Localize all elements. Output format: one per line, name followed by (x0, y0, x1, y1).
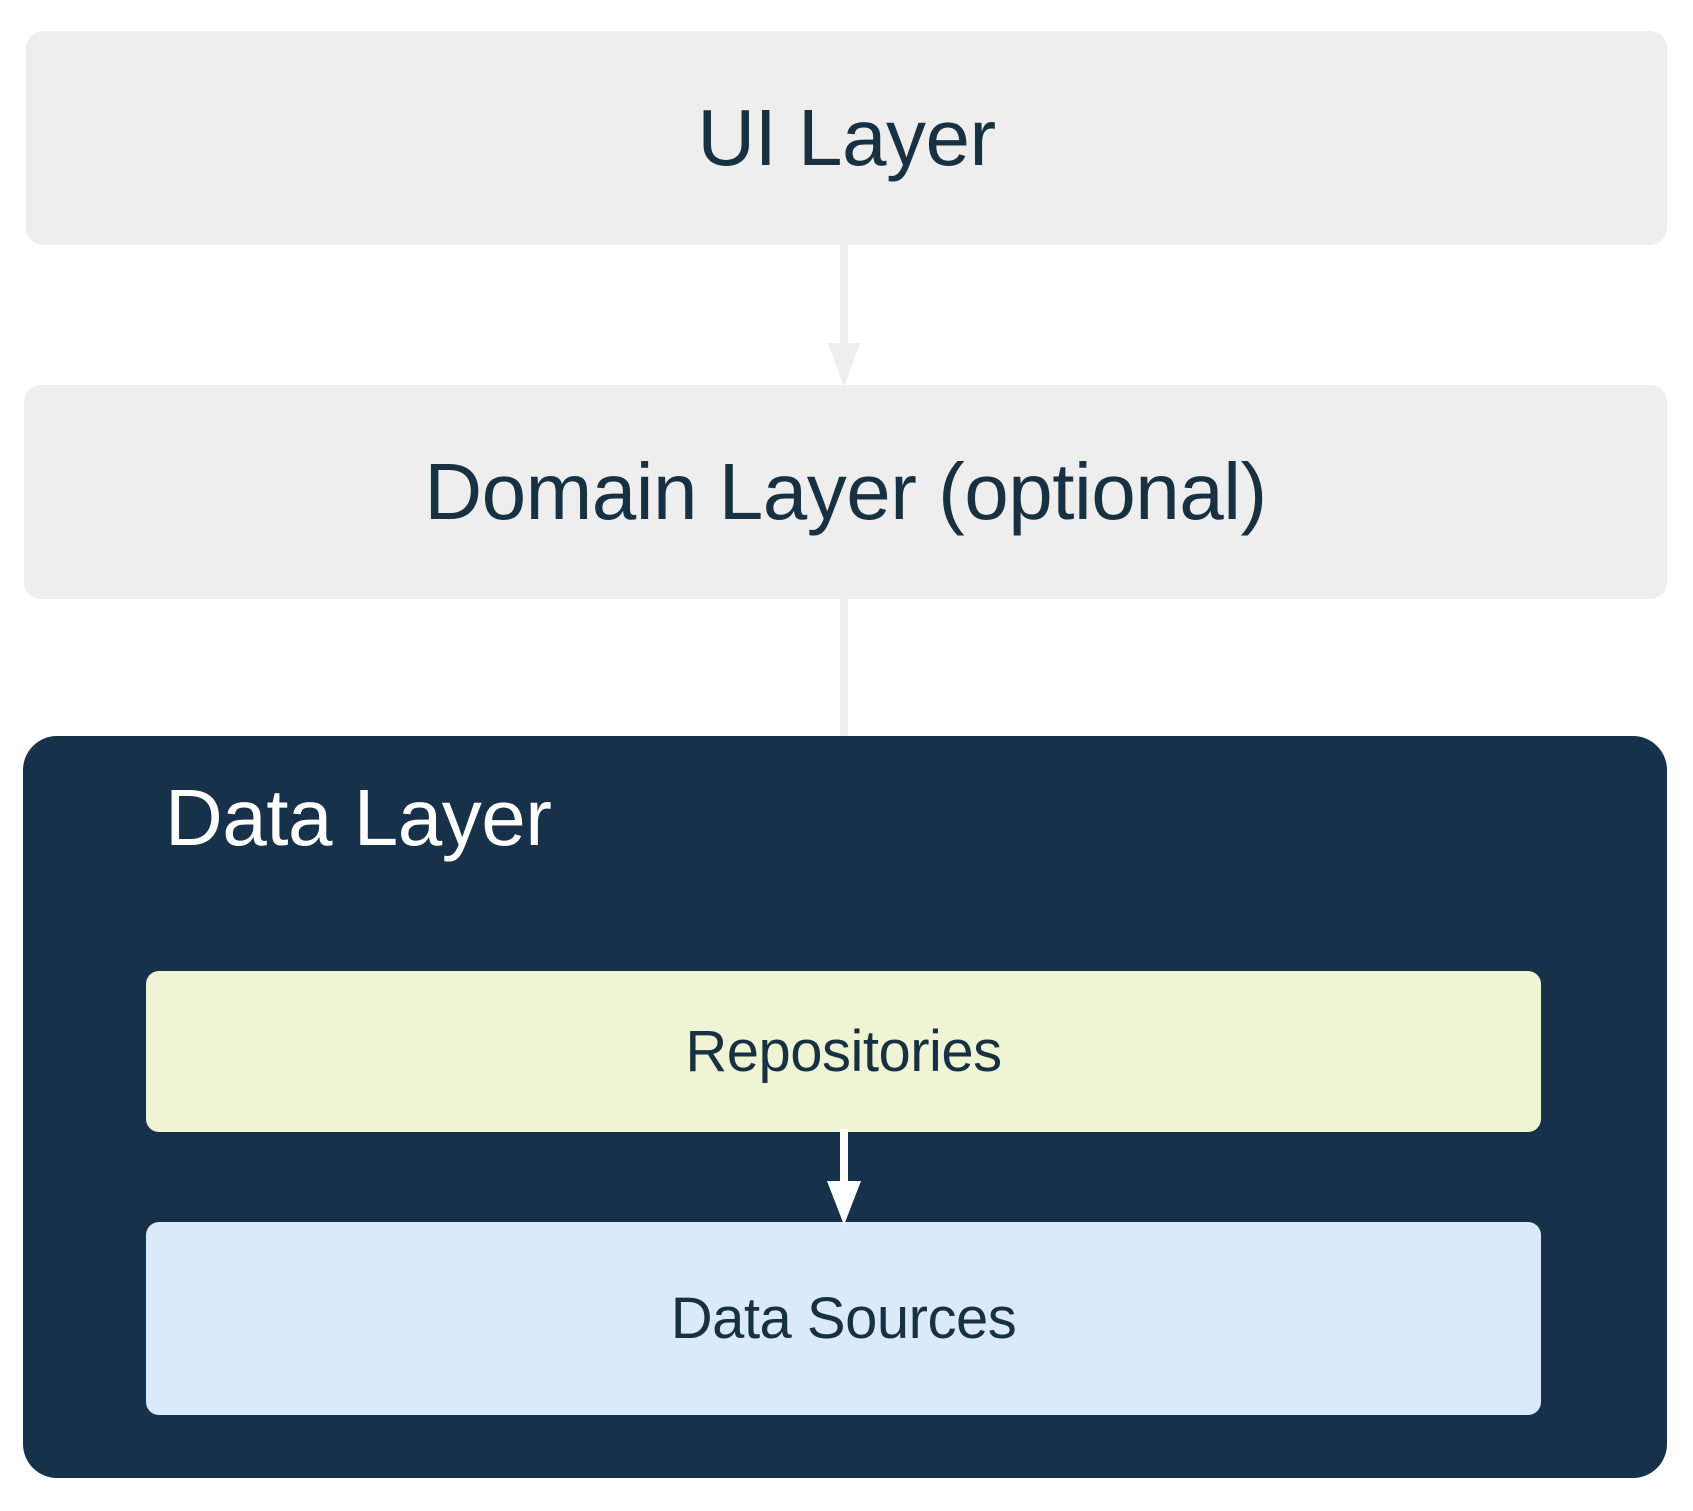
data-layer-label: Data Layer (165, 773, 552, 862)
repositories-box: Repositories (146, 971, 1541, 1132)
ui-layer-box: UI Layer (26, 31, 1667, 245)
repositories-label: Repositories (685, 1019, 1002, 1084)
domain-layer-label: Domain Layer (optional) (424, 447, 1267, 536)
data-sources-box: Data Sources (146, 1222, 1541, 1415)
domain-layer-box: Domain Layer (optional) (24, 385, 1667, 599)
data-layer-box: Data Layer Repositories Data Sources (23, 736, 1667, 1478)
data-sources-label: Data Sources (670, 1286, 1017, 1351)
arrow-ui-to-domain-icon (828, 243, 860, 387)
ui-layer-label: UI Layer (697, 93, 996, 182)
